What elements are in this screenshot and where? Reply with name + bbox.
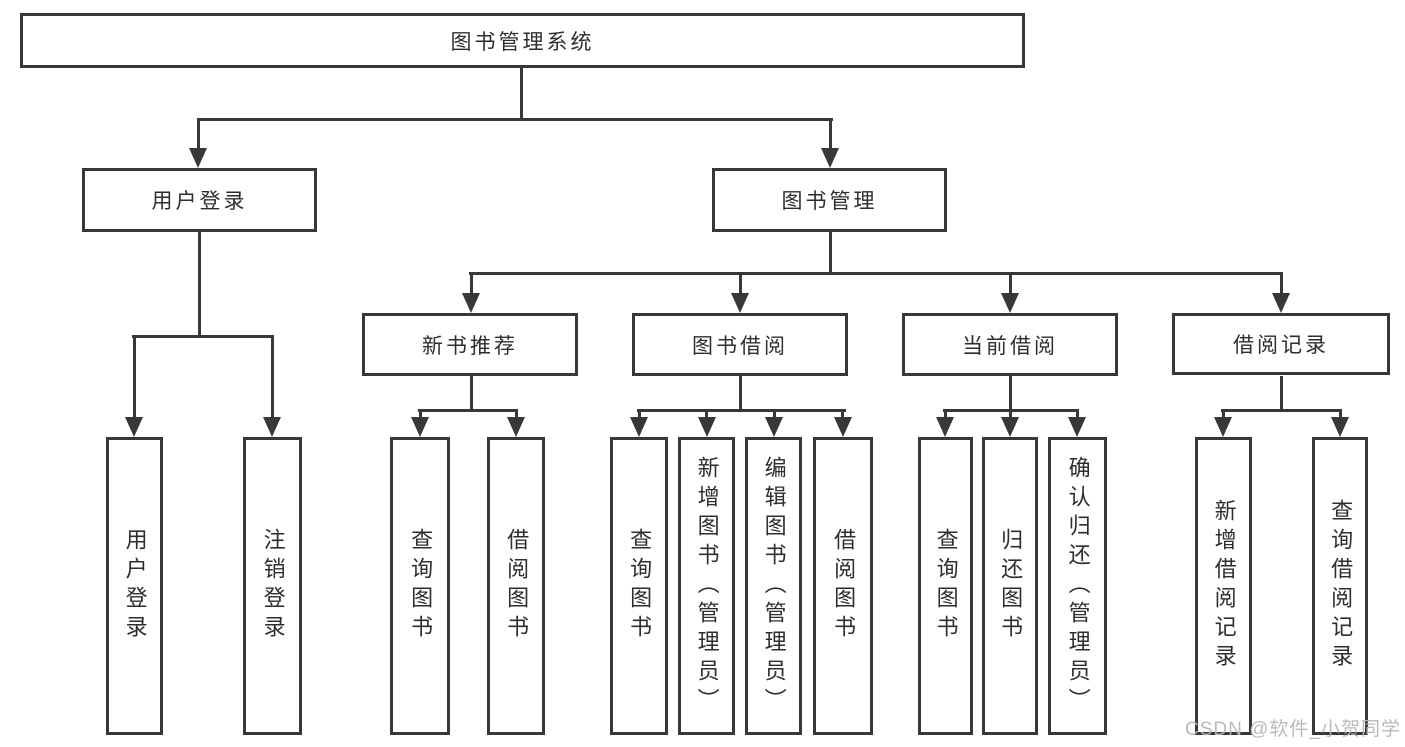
connector-to-borrow-records-shaft (1280, 272, 1283, 296)
arrowhead-to-book-mgmt (821, 148, 839, 168)
node-book-borrowing: 图书借阅 (632, 313, 848, 376)
connector-bb-leaf1-shaft (638, 409, 641, 421)
leaf-nbr-query-books: 查询图书 (390, 437, 450, 735)
node-book-management: 图书管理 (712, 168, 947, 232)
connector-bb-stem (739, 376, 742, 412)
arrowhead-cb-confirm (1068, 417, 1086, 437)
connector-nbr-stem (470, 376, 473, 412)
leaf-cb-confirm-return-admin: 确认归还（管理员） (1048, 437, 1107, 735)
connector-book-mgmt-crossbar (469, 272, 1282, 275)
arrowhead-br-query (1331, 417, 1349, 437)
connector-br-leaf2-shaft (1339, 409, 1342, 421)
leaf-user-login-action: 用户登录 (106, 437, 163, 735)
connector-book-mgmt-stem (829, 232, 832, 275)
connector-to-login-leaf-shaft (133, 335, 136, 419)
connector-user-login-stem (198, 232, 201, 338)
connector-root-to-user-login-shaft (197, 118, 200, 152)
connector-user-login-crossbar (132, 335, 274, 338)
arrowhead-to-user-login (189, 148, 207, 168)
arrowhead-bb-query (630, 417, 648, 437)
leaf-bb-add-books-admin: 新增图书（管理员） (678, 437, 735, 735)
connector-br-stem (1280, 376, 1283, 412)
connector-cb-leaf2-shaft (1009, 409, 1012, 421)
connector-nbr-crossbar (418, 409, 518, 412)
connector-cb-stem (1009, 376, 1012, 412)
connector-root-stem (520, 68, 523, 121)
leaf-br-query-record: 查询借阅记录 (1312, 437, 1368, 735)
connector-cb-leaf1-shaft (944, 409, 947, 421)
leaf-bb-borrow-books: 借阅图书 (813, 437, 873, 735)
arrowhead-nbr-query (411, 417, 429, 437)
connector-to-current-borrow-shaft (1009, 272, 1012, 296)
arrowhead-to-logout-leaf (263, 417, 281, 437)
leaf-cb-return-books: 归还图书 (982, 437, 1038, 735)
leaf-cb-query-books: 查询图书 (918, 437, 973, 735)
arrowhead-bb-borrow (834, 417, 852, 437)
connector-br-leaf1-shaft (1222, 409, 1225, 421)
arrowhead-to-current-borrow (1001, 293, 1019, 313)
connector-to-book-borrow-shaft (739, 272, 742, 296)
leaf-br-add-record: 新增借阅记录 (1195, 437, 1252, 735)
csdn-watermark: CSDN @软件_小贺同学 (1185, 719, 1401, 740)
connector-cb-leaf3-shaft (1076, 409, 1079, 421)
leaf-nbr-borrow-books: 借阅图书 (487, 437, 545, 735)
connector-nbr-leaf2-shaft (515, 409, 518, 421)
leaf-bb-query-books: 查询图书 (610, 437, 668, 735)
arrowhead-to-login-leaf (125, 417, 143, 437)
leaf-bb-edit-books-admin: 编辑图书（管理员） (745, 437, 802, 735)
arrowhead-cb-return (1001, 417, 1019, 437)
connector-bb-leaf4-shaft (841, 409, 844, 421)
node-borrowing-records: 借阅记录 (1172, 313, 1390, 375)
node-new-book-recommend: 新书推荐 (362, 313, 578, 376)
arrowhead-to-book-borrow (731, 293, 749, 313)
connector-nbr-leaf1-shaft (419, 409, 422, 421)
leaf-logout: 注销登录 (243, 437, 302, 735)
connector-root-to-book-mgmt-shaft (829, 118, 832, 152)
arrowhead-to-new-book-rec (462, 293, 480, 313)
connector-bb-leaf2-shaft (705, 409, 708, 421)
connector-bb-crossbar (637, 409, 846, 412)
connector-root-crossbar (197, 118, 833, 121)
arrowhead-br-add (1214, 417, 1232, 437)
node-user-login: 用户登录 (82, 168, 317, 232)
connector-bb-leaf3-shaft (773, 409, 776, 421)
arrowhead-bb-add (698, 417, 716, 437)
connector-to-new-book-rec-shaft (470, 272, 473, 296)
arrowhead-cb-query (936, 417, 954, 437)
connector-br-crossbar (1221, 409, 1342, 412)
arrowhead-bb-edit (765, 417, 783, 437)
arrowhead-to-borrow-records (1272, 293, 1290, 313)
connector-to-logout-leaf-shaft (271, 335, 274, 419)
node-current-borrowing: 当前借阅 (902, 313, 1118, 376)
node-library-system-root: 图书管理系统 (20, 13, 1025, 68)
arrowhead-nbr-borrow (507, 417, 525, 437)
